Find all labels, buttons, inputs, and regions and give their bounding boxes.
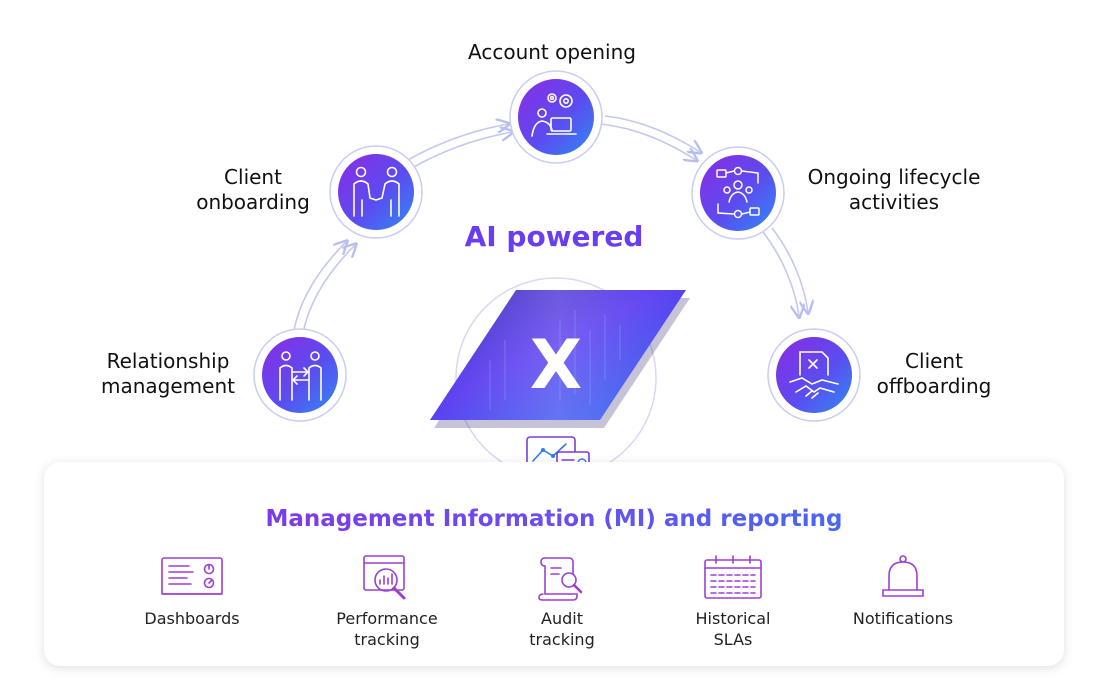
mi-item-dashboards: Dashboards xyxy=(112,554,272,629)
handshake-people-icon xyxy=(353,166,400,217)
handshake-transfer-icon xyxy=(279,351,322,401)
performance-chart-icon xyxy=(363,555,406,600)
arrow-onboarding-to-account xyxy=(407,124,508,161)
stage-ongoing-lifecycle xyxy=(691,146,785,240)
mi-label-dashboards: Dashboards xyxy=(144,609,240,628)
stage-account-opening xyxy=(509,70,603,164)
team-cycle-icon xyxy=(716,166,760,219)
stage-label-client-onboarding: Client onboarding xyxy=(196,165,310,214)
mi-label-notifications: Notifications xyxy=(852,609,954,628)
arrow-account-to-lifecycle xyxy=(604,115,700,152)
mi-reporting-panel: Management Information (MI) and reportin… xyxy=(44,462,1064,666)
stage-label-relationship-management: Relationship management xyxy=(101,349,235,398)
flow-arrows xyxy=(293,115,808,334)
dashboard-icon xyxy=(161,557,223,595)
ai-powered-title: AI powered xyxy=(464,220,644,253)
arrow-lifecycle-to-offboarding xyxy=(771,227,808,312)
mi-item-notifications: Notifications xyxy=(823,554,983,629)
mi-label-performance-tracking: Performance tracking xyxy=(336,609,438,649)
stage-label-client-offboarding: Client offboarding xyxy=(876,349,992,398)
mi-title: Management Information (MI) and reportin… xyxy=(44,506,1064,532)
bell-icon xyxy=(882,555,924,597)
mi-label-historical-slas: Historical SLAs xyxy=(695,609,771,649)
stage-label-ongoing-lifecycle: Ongoing lifecycle activities xyxy=(807,165,981,214)
document-handshake-icon xyxy=(789,351,839,399)
mi-item-performance-tracking: Performance tracking xyxy=(307,554,467,650)
stage-relationship-management xyxy=(253,328,347,422)
mi-label-audit-tracking: Audit tracking xyxy=(529,609,595,649)
arrow-rm-to-onboarding xyxy=(293,242,346,331)
mi-item-historical-slas: Historical SLAs xyxy=(653,554,813,650)
stage-client-onboarding xyxy=(329,145,423,239)
laptop-gears-icon xyxy=(531,93,577,137)
mi-item-audit-tracking: Audit tracking xyxy=(482,554,642,650)
audit-scroll-icon xyxy=(538,557,583,601)
center-logo: X xyxy=(430,290,690,428)
stage-label-account-opening: Account opening xyxy=(468,40,636,64)
calendar-icon xyxy=(704,555,762,599)
center-logo-letter: X xyxy=(530,326,582,405)
stage-client-offboarding xyxy=(767,328,861,422)
